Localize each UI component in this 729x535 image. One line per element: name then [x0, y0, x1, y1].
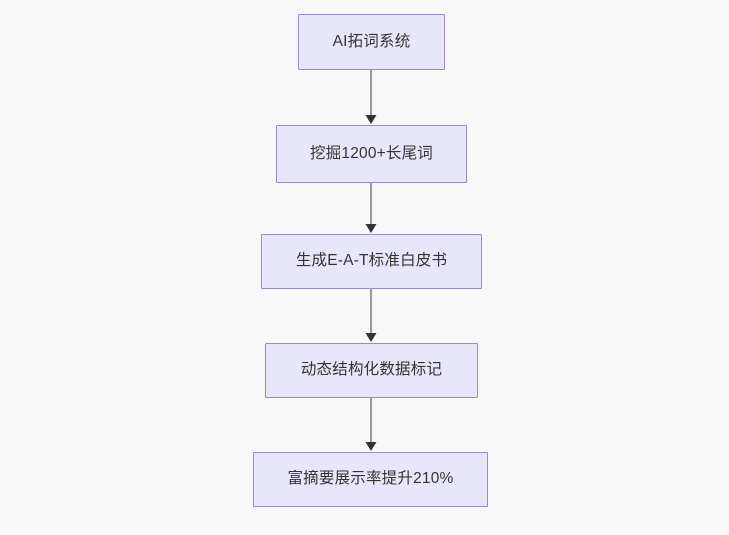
flowchart-edge-arrowhead-icon: [365, 333, 377, 342]
flowchart-edge-arrowhead-icon: [365, 224, 377, 233]
flowchart-edge-arrowhead-icon: [365, 115, 377, 124]
flowchart-node-4-label: 动态结构化数据标记: [300, 361, 443, 379]
flowchart-node-2-label: 挖掘1200+长尾词: [309, 144, 434, 162]
flowchart-node-1[interactable]: AI拓词系统: [298, 14, 445, 70]
flowchart-node-5-label: 富摘要展示率提升210%: [287, 470, 454, 488]
flowchart-node-5[interactable]: 富摘要展示率提升210%: [253, 452, 488, 507]
flowchart-node-1-label: AI拓词系统: [332, 32, 411, 50]
flowchart-node-2[interactable]: 挖掘1200+长尾词: [276, 125, 467, 183]
flowchart-node-3-label: 生成E-A-T标准白皮书: [295, 252, 448, 270]
flowchart-node-3[interactable]: 生成E-A-T标准白皮书: [261, 234, 482, 289]
flowchart-edge-arrowhead-icon: [365, 442, 377, 451]
flowchart-node-4[interactable]: 动态结构化数据标记: [265, 343, 478, 398]
